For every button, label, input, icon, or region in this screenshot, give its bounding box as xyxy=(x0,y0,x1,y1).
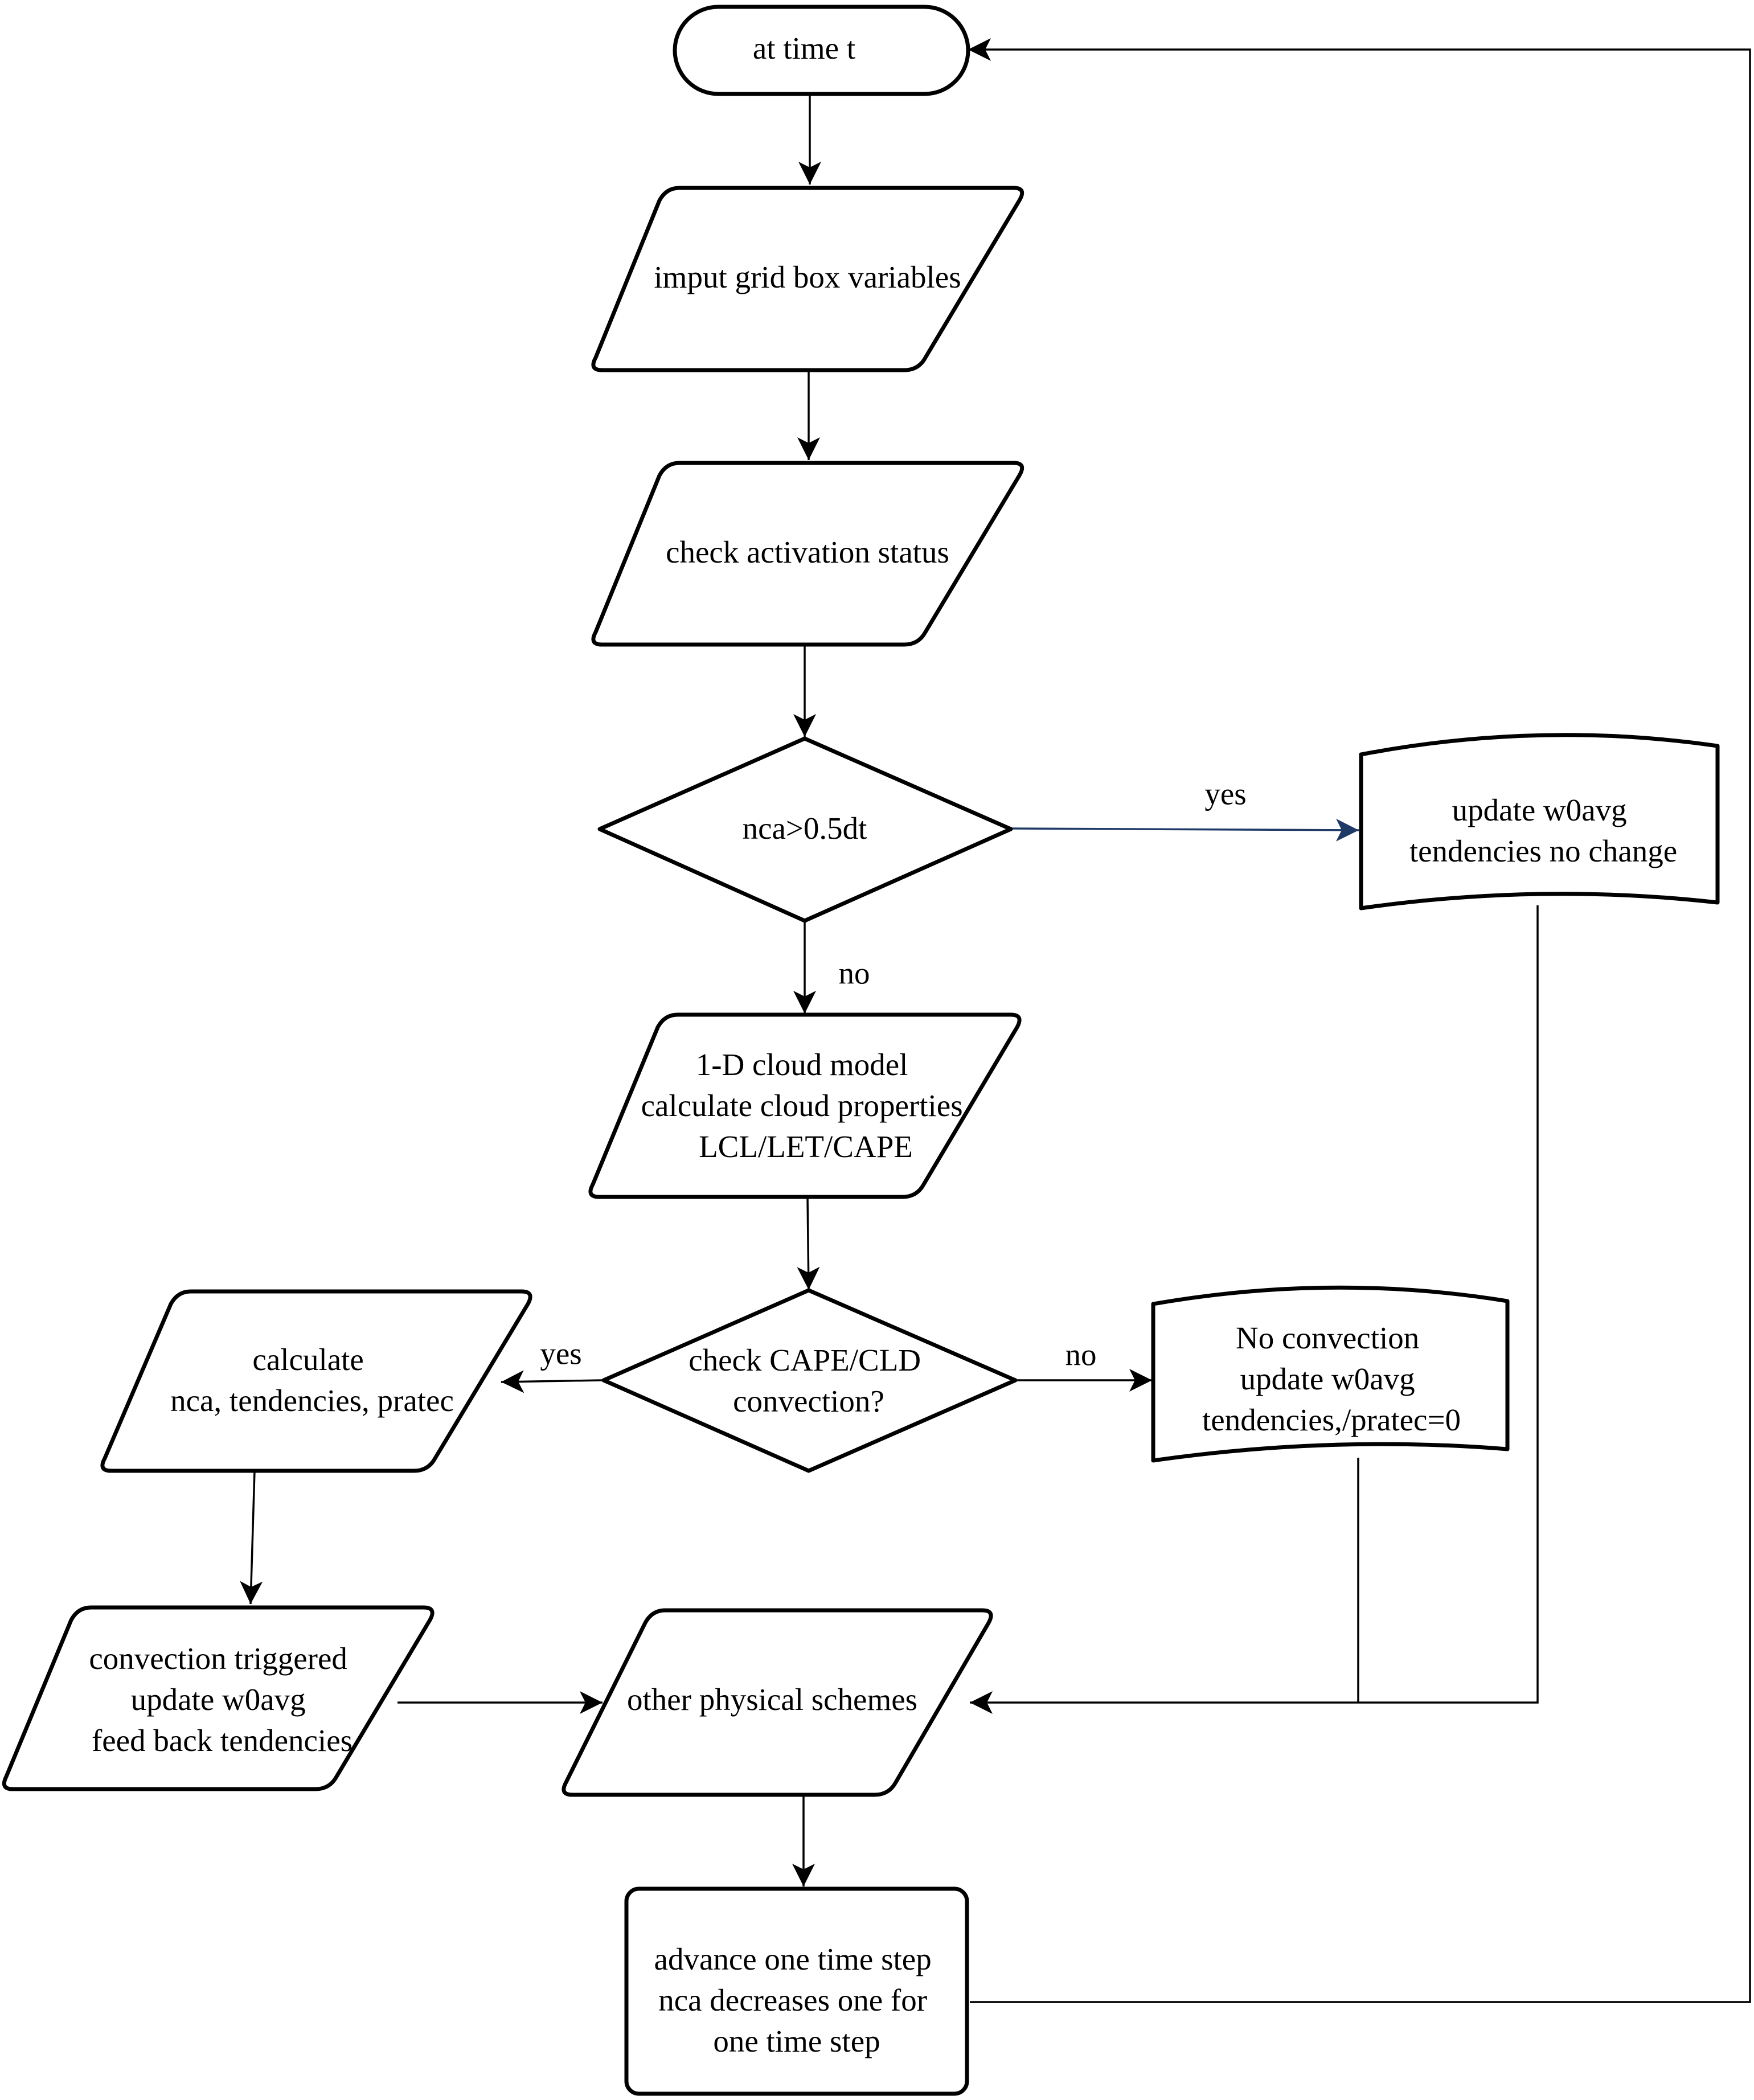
physical-label-line: other physical schemes xyxy=(627,1682,917,1717)
calculate-line-2: nca, tendencies, pratec xyxy=(170,1383,454,1418)
advance-process-shape xyxy=(624,1886,969,2096)
no-convection-label: No convection update w0avg tendencies,/p… xyxy=(1202,1320,1461,1437)
cloud-model-label: 1-D cloud model calculate cloud properti… xyxy=(641,1047,971,1164)
node-triggered: convection triggered update w0avg feed b… xyxy=(2,1605,435,1791)
triggered-line-1: convection triggered xyxy=(89,1641,347,1676)
activation-label-line: check activation status xyxy=(666,535,949,569)
edge-calculate-to-triggered xyxy=(240,1470,263,1605)
activation-label: check activation status xyxy=(666,535,949,569)
physical-parallelogram-shape xyxy=(562,1608,993,1797)
edge-nca-yes xyxy=(1010,818,1359,842)
physical-label: other physical schemes xyxy=(627,1682,917,1717)
triggered-parallelogram-shape xyxy=(2,1605,435,1791)
cape-check-line-2: convection? xyxy=(733,1384,884,1418)
cape-check-diamond-shape xyxy=(601,1288,1018,1473)
node-cape-check: check CAPE/CLD convection? xyxy=(601,1288,1018,1473)
nca-check-label: nca>0.5dt xyxy=(743,811,867,846)
cape-yes-label: yes xyxy=(540,1336,581,1371)
start-terminator-shape xyxy=(673,5,970,96)
input-label: imput grid box variables xyxy=(654,260,961,294)
cloud-model-parallelogram-shape xyxy=(588,1012,1022,1199)
advance-line-3: one time step xyxy=(713,2024,880,2058)
edge-no-change-to-physical xyxy=(970,905,1539,1714)
nca-no-label: no xyxy=(839,956,870,991)
activation-parallelogram-shape xyxy=(591,461,1024,647)
node-calculate: calculate nca, tendencies, pratec xyxy=(100,1289,532,1473)
node-no-convection: No convection update w0avg tendencies,/p… xyxy=(1151,1285,1510,1463)
node-start: at time t xyxy=(673,5,970,96)
node-cloud-model: 1-D cloud model calculate cloud properti… xyxy=(588,1012,1022,1199)
cape-check-label: check CAPE/CLD convection? xyxy=(689,1343,929,1418)
update-no-change-line-2: tendencies no change xyxy=(1409,834,1677,868)
node-update-no-change: update w0avg tendencies no change xyxy=(1359,733,1720,910)
node-activation: check activation status xyxy=(591,461,1024,647)
nca-check-label-line: nca>0.5dt xyxy=(743,811,867,846)
edge-cloud-to-cape xyxy=(797,1196,820,1290)
triggered-line-3: feed back tendencies xyxy=(92,1723,353,1758)
update-no-change-label: update w0avg tendencies no change xyxy=(1409,793,1677,868)
cloud-model-line-2: calculate cloud properties xyxy=(641,1088,963,1123)
triggered-line-2: update w0avg xyxy=(131,1682,306,1717)
edges xyxy=(240,38,1751,2003)
advance-label: advance one time step nca decreases one … xyxy=(654,1942,940,2058)
triggered-label: convection triggered update w0avg feed b… xyxy=(89,1641,355,1758)
update-no-change-line-1: update w0avg xyxy=(1452,793,1627,827)
no-convection-line-2: update w0avg xyxy=(1240,1361,1415,1396)
cloud-model-line-3: LCL/LET/CAPE xyxy=(699,1129,913,1164)
no-convection-line-3: tendencies,/pratec=0 xyxy=(1202,1402,1461,1437)
input-label-line: imput grid box variables xyxy=(654,260,961,294)
node-advance: advance one time step nca decreases one … xyxy=(624,1886,969,2096)
nca-yes-label: yes xyxy=(1204,777,1246,811)
start-label-line: at time t xyxy=(753,31,855,65)
cape-check-line-1: check CAPE/CLD xyxy=(689,1343,921,1377)
node-nca-check: nca>0.5dt xyxy=(597,736,1013,923)
calculate-parallelogram-shape xyxy=(100,1289,532,1473)
node-input: imput grid box variables xyxy=(591,186,1024,372)
node-physical: other physical schemes xyxy=(562,1608,993,1797)
no-convection-line-1: No convection xyxy=(1236,1320,1419,1355)
advance-line-1: advance one time step xyxy=(654,1942,932,1976)
edge-advance-loop-to-start xyxy=(968,38,1751,2003)
no-convection-document-shape xyxy=(1151,1285,1510,1463)
input-parallelogram-shape xyxy=(591,186,1024,372)
calculate-line-1: calculate xyxy=(252,1342,363,1377)
start-label: at time t xyxy=(753,31,855,65)
edge-cape-yes xyxy=(501,1370,603,1393)
cloud-model-line-1: 1-D cloud model xyxy=(696,1047,908,1082)
update-no-change-document-shape xyxy=(1359,733,1720,910)
calculate-label: calculate nca, tendencies, pratec xyxy=(170,1342,454,1418)
cape-no-label: no xyxy=(1065,1338,1097,1372)
nca-check-diamond-shape xyxy=(597,736,1013,923)
advance-line-2: nca decreases one for xyxy=(658,1983,927,2017)
edge-labels: yes no yes no xyxy=(540,777,1246,1372)
